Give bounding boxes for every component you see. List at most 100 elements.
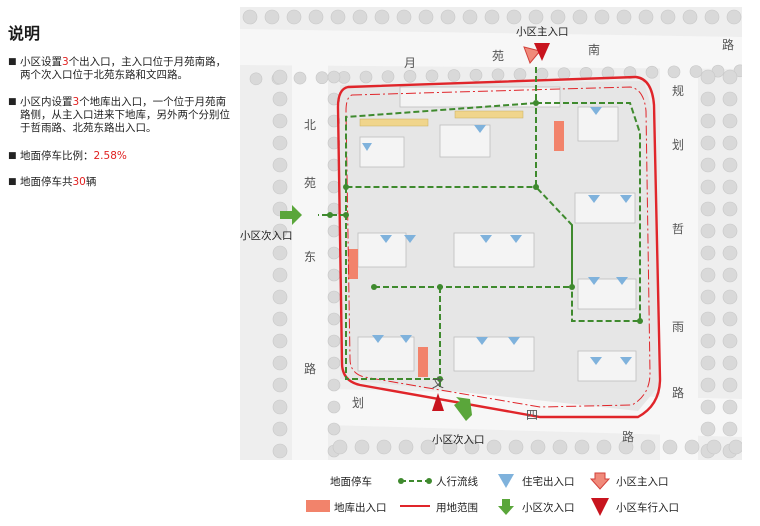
legend-garage-entrance: 地库出入口 [334, 502, 387, 514]
tree [728, 439, 742, 455]
tree [447, 69, 461, 82]
tree [618, 439, 634, 455]
page-title: 说明 [8, 24, 41, 43]
tree [469, 68, 483, 82]
building [357, 336, 415, 372]
secondary-entrance-legend-icon [498, 499, 514, 515]
tree [442, 439, 458, 455]
parking-strip [454, 110, 524, 119]
building [577, 278, 637, 310]
tree [700, 113, 716, 129]
tree [722, 91, 738, 107]
tree [272, 69, 288, 85]
tree [374, 9, 390, 25]
tree [330, 9, 346, 25]
tree [327, 70, 341, 84]
note-parking-ratio: ■ 地面停车比例：2.58% [8, 150, 233, 163]
building [359, 136, 405, 168]
note-text: 小区设置3个出入口，主入口位于月苑南路，两个次入口位于北苑东路和文四路。 [20, 56, 227, 81]
tree [684, 439, 700, 455]
tree [700, 289, 716, 305]
tree [327, 356, 341, 370]
building [577, 350, 637, 382]
tree [272, 135, 288, 151]
site-boundary [336, 75, 662, 419]
tree [700, 223, 716, 239]
tree [272, 223, 288, 239]
road-char: 月 [404, 56, 416, 70]
tree [272, 311, 288, 327]
tree [508, 439, 524, 455]
tree [352, 9, 368, 25]
tree [327, 246, 341, 260]
garage-entrance [418, 347, 428, 377]
tree [327, 312, 341, 326]
tree [700, 333, 716, 349]
tree [286, 9, 302, 25]
road-char: 路 [622, 429, 634, 444]
tree [327, 334, 341, 348]
tree [594, 9, 610, 25]
legend-surface-parking: 地面停车 [330, 476, 372, 488]
tree [700, 201, 716, 217]
main-entrance-legend-icon [590, 472, 610, 490]
tree [403, 69, 417, 83]
tree [722, 267, 738, 283]
tree [722, 135, 738, 151]
west-entrance-label: 小区次入口 [240, 229, 293, 242]
tree [640, 439, 656, 455]
main-entrance-arrow-icon [523, 46, 541, 64]
tree [327, 268, 341, 282]
site-plan-map: 月 苑 南 路 北 苑 东 路 规 划 哲 雨 路 划 文 四 路 小区主入口 … [240, 7, 742, 460]
tree [332, 439, 348, 455]
tree [308, 9, 324, 25]
tree [420, 439, 436, 455]
tree [722, 69, 738, 85]
tree [660, 9, 676, 25]
tree [264, 9, 280, 25]
tree [272, 355, 288, 371]
building [357, 232, 407, 268]
tree [616, 9, 632, 25]
pedestrian-flow-legend-icon [398, 478, 432, 484]
tree [722, 179, 738, 195]
road-labels: 月 苑 南 路 北 苑 东 路 规 划 哲 雨 路 划 文 四 路 [304, 37, 734, 444]
tree [550, 9, 566, 25]
tree [572, 9, 588, 25]
road-east [660, 65, 698, 460]
tree [249, 72, 263, 86]
building [453, 336, 535, 372]
tree [272, 91, 288, 107]
road-char: 南 [588, 42, 600, 57]
tree [722, 421, 738, 437]
road-char: 规 [672, 83, 684, 98]
tree [418, 9, 434, 25]
tree [272, 157, 288, 173]
tree [700, 135, 716, 151]
tree [700, 267, 716, 283]
garage-entrance [554, 121, 564, 151]
tree [315, 71, 329, 85]
tree [700, 179, 716, 195]
road-char: 路 [304, 361, 316, 376]
tree [552, 439, 568, 455]
tree [722, 399, 738, 415]
flow-nodes [327, 100, 643, 382]
road-char: 路 [722, 37, 734, 52]
parking-strip [359, 118, 429, 127]
tree [706, 439, 722, 455]
tree [506, 9, 522, 25]
note-entrances: ■ 小区设置3个出入口，主入口位于月苑南路，两个次入口位于北苑东路和文四路。 [8, 56, 233, 82]
tree [425, 69, 439, 83]
tree [272, 443, 288, 459]
road-char: 苑 [304, 176, 316, 190]
tree [623, 66, 637, 79]
tree [293, 71, 307, 85]
tree [722, 223, 738, 239]
tree [722, 201, 738, 217]
tree [700, 421, 716, 437]
bullet-icon: ■ [8, 151, 17, 161]
legend-vehicle-entrance: 小区车行入口 [616, 502, 679, 514]
tree [574, 439, 590, 455]
residential-entrance-legend-icon [498, 474, 514, 488]
